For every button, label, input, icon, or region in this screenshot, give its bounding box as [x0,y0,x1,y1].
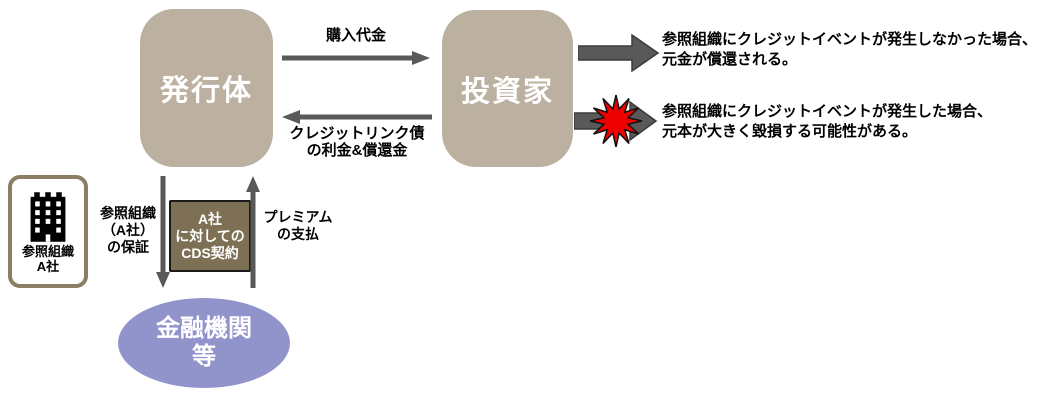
issuer-node: 発行体 [140,9,273,167]
redemption-arrow-icon [282,110,432,124]
investor-label: 投資家 [460,75,554,108]
financial-institutions-node: 金融機関 等 [118,298,290,388]
financial-institutions-label: 金融機関 等 [156,315,252,370]
credit-event-arrow-icon [574,94,658,148]
burst-icon [589,94,643,148]
outcome-no-credit-event-text: 参照組織にクレジットイベントが発生しなかった場合、 元金が償還される。 [662,31,1038,68]
guarantee-arrow-icon [156,176,170,288]
outcome-credit-event-text: 参照組織にクレジットイベントが発生した場合、 元本が大きく毀損する可能性がある。 [662,103,993,140]
reference-org-node: 参照組織 A社 [8,175,88,288]
cds-contract-label: A社 に対しての CDS契約 [175,210,245,261]
purchase-arrow-icon [282,51,430,65]
guarantee-flow-label: 参照組織 （A社） の保証 [100,205,156,255]
reference-org-label: 参照組織 A社 [21,243,74,274]
issuer-label: 発行体 [159,75,253,107]
redemption-flow-label: クレジットリンク債 の利金&償還金 [289,125,425,159]
no-event-arrow-icon [578,33,660,73]
cds-contract-node: A社 に対しての CDS契約 [169,200,251,272]
purchase-flow-label: 購入代金 [325,27,386,44]
investor-node: 投資家 [442,10,573,167]
premium-arrow-icon [246,176,260,288]
building-icon [30,191,66,242]
premium-flow-label: プレミアム の支払 [263,209,333,242]
